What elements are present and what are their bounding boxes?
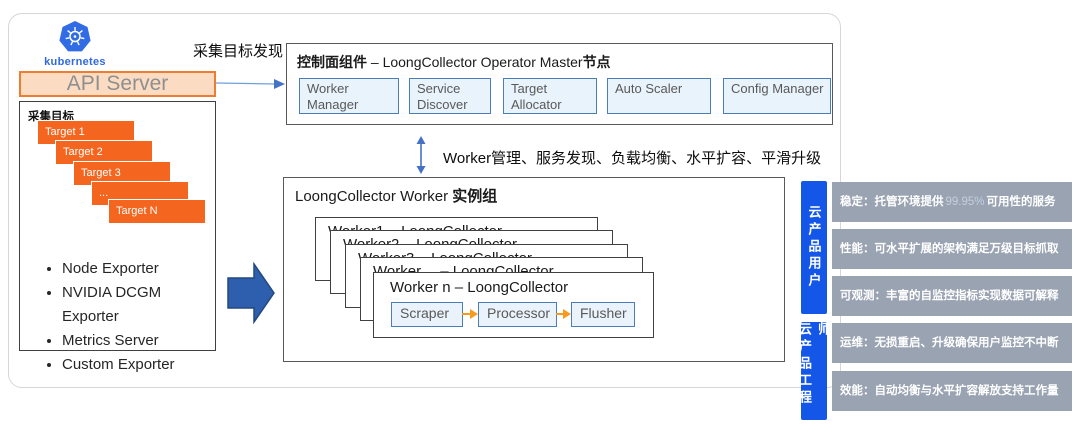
benefit-operations: 运维：无损重启、升级确保用户监控不中断: [832, 323, 1072, 363]
exporter-item: Metrics Server: [62, 329, 200, 353]
collection-targets-panel: 采集目标 Target 1 Target 2 Target 3 ... Targ…: [19, 101, 216, 373]
benefit-text: 可观测：丰富的自监控指标实现数据可解释: [840, 290, 1059, 302]
control-plane-box: 控制面组件 – LoongCollector Operator Master节点…: [286, 43, 833, 125]
benefit-text: 运维：无损重启、升级确保用户监控不中断: [840, 337, 1059, 349]
processor-to-flusher-arrow-icon: [556, 309, 571, 319]
control-worker-sync-arrow-icon: [416, 136, 426, 174]
benefit-highlight: 99.95%: [945, 196, 985, 208]
stage-flusher: Flusher: [571, 302, 635, 327]
benefit-efficiency: 效能：自动均衡与水平扩容解放支持工作量: [832, 371, 1072, 411]
component-service-discover: Service Discover: [409, 78, 491, 114]
target-item: Target N: [108, 199, 206, 224]
component-auto-scaler: Auto Scaler: [607, 78, 711, 114]
exporter-item: Custom Exporter: [62, 353, 200, 377]
front-worker-card: Worker n – LoongCollector Scraper Proces…: [373, 272, 654, 338]
control-plane-title-bold-left: 控制面组件: [297, 54, 367, 70]
scraper-to-processor-arrow-icon: [462, 309, 478, 319]
sync-capabilities-label: Worker管理、服务发现、负载均衡、水平扩容、平滑升级: [443, 150, 822, 167]
benefit-text: 可用性的服务: [986, 196, 1056, 208]
kubernetes-wordmark: kubernetes: [44, 56, 106, 68]
benefit-text: 效能：自动均衡与水平扩容解放支持工作量: [840, 385, 1059, 397]
component-target-allocator: Target Allocator: [503, 78, 597, 114]
exporter-item: NVIDIA DCGM Exporter: [62, 281, 200, 329]
exporter-list: Node Exporter NVIDIA DCGM Exporter Metri…: [34, 257, 200, 377]
front-worker-title: Worker n – LoongCollector: [390, 279, 569, 296]
discovery-label: 采集目标发现: [193, 43, 284, 60]
benefit-performance: 性能：可水平扩展的架构满足万级目标抓取: [832, 229, 1072, 269]
control-plane-title-middle: – LoongCollector Operator Master: [367, 54, 583, 70]
component-config-manager: Config Manager: [723, 78, 831, 114]
target-item: Target 2: [55, 140, 153, 165]
stage-processor: Processor: [478, 302, 557, 327]
exporter-item: Node Exporter: [62, 257, 200, 281]
tab-cloud-product-user: 云产品用户: [801, 181, 827, 314]
component-worker-manager: Worker Manager: [299, 78, 399, 114]
kubernetes-icon: [59, 21, 91, 52]
benefit-text: 性能：可水平扩展的架构满足万级目标抓取: [840, 243, 1059, 255]
control-plane-title: 控制面组件 – LoongCollector Operator Master节点: [287, 44, 832, 72]
targets-to-workers-arrow-icon: [227, 261, 275, 325]
worker-group-title-bold: 实例组: [452, 188, 498, 205]
api-server-box: API Server: [19, 71, 216, 97]
worker-group-title: LoongCollector Worker 实例组: [295, 185, 497, 206]
control-plane-title-bold-right: 节点: [582, 54, 611, 70]
benefit-text: 稳定：托管环境提供: [840, 196, 944, 208]
tab-cloud-product-engineer: 云产品工程师: [797, 322, 831, 420]
worker-group-title-normal: LoongCollector Worker: [295, 188, 453, 205]
stage-scraper: Scraper: [391, 302, 463, 327]
api-to-control-arrow-icon: [216, 79, 285, 89]
benefit-observability: 可观测：丰富的自监控指标实现数据可解释: [832, 276, 1072, 316]
